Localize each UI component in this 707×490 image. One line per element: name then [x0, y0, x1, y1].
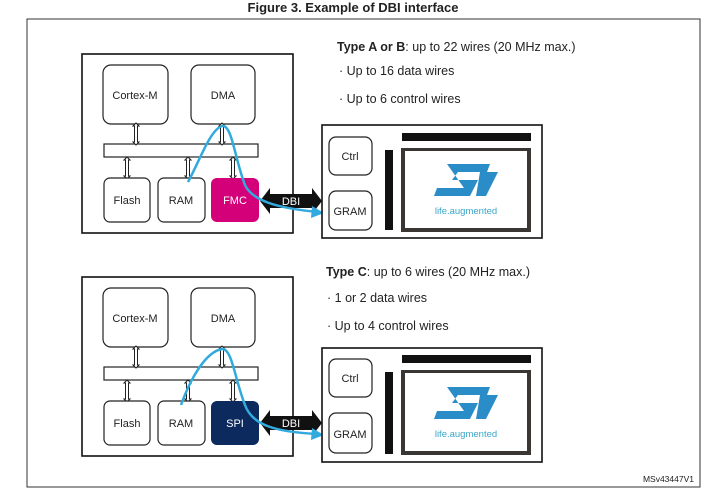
dbi-label: DBI — [282, 196, 300, 208]
flash-block — [103, 400, 151, 446]
bullet-item: · 1 or 2 data wires — [327, 291, 427, 305]
gram-label: GRAM — [334, 429, 367, 441]
flash-block — [103, 177, 151, 223]
ram-label: RAM — [169, 195, 193, 207]
panel-type-c: Type C: up to 6 wires (20 MHz max.) · 1 … — [81, 265, 543, 463]
data-path-arrowhead — [311, 428, 324, 440]
dma-label: DMA — [211, 313, 236, 325]
figure-id: MSv43447V1 — [643, 474, 694, 484]
st-logo-icon — [434, 164, 498, 196]
ctrl-block — [328, 358, 373, 398]
data-path-line — [179, 347, 319, 436]
column-driver-bar — [402, 133, 531, 141]
dbi-label: DBI — [282, 418, 300, 430]
panel-heading: Type C: up to 6 wires (20 MHz max.) — [326, 265, 530, 279]
fmc-label: FMC — [223, 195, 247, 207]
bus-matrix — [103, 366, 259, 381]
figure-frame — [26, 18, 701, 488]
ctrl-block — [328, 136, 373, 176]
ctrl-label: Ctrl — [341, 373, 358, 385]
bullet-item: · Up to 4 control wires — [327, 319, 449, 333]
bullet-item: · Up to 6 control wires — [339, 92, 461, 106]
gram-block — [328, 190, 373, 231]
cortex-m-label: Cortex-M — [112, 313, 157, 325]
column-driver-bar — [402, 355, 531, 363]
flash-label: Flash — [114, 195, 141, 207]
data-path-arrowhead — [311, 206, 324, 218]
figure-title: Figure 3. Example of DBI interface — [248, 0, 459, 15]
logo-tagline: life.augmented — [435, 206, 497, 217]
st-logo-icon — [434, 387, 498, 419]
spi-label: SPI — [226, 418, 244, 430]
cortex-m-label: Cortex-M — [112, 90, 157, 102]
ctrl-label: Ctrl — [341, 151, 358, 163]
ram-label: RAM — [169, 418, 193, 430]
panel-type-a-b: Type A or B: up to 22 wires (20 MHz max.… — [81, 40, 576, 239]
ram-block — [157, 177, 206, 223]
gram-label: GRAM — [334, 206, 367, 218]
bullet-item: · Up to 16 data wires — [339, 64, 454, 78]
dma-label: DMA — [211, 90, 236, 102]
data-path-line — [186, 124, 319, 214]
panel-heading: Type A or B: up to 22 wires (20 MHz max.… — [337, 40, 576, 54]
gram-block — [328, 412, 373, 454]
row-driver-bar — [385, 372, 393, 454]
dbi-link-arrow — [260, 188, 322, 214]
logo-tagline: life.augmented — [435, 429, 497, 440]
row-driver-bar — [385, 150, 393, 230]
flash-label: Flash — [114, 418, 141, 430]
bus-matrix — [103, 143, 259, 158]
